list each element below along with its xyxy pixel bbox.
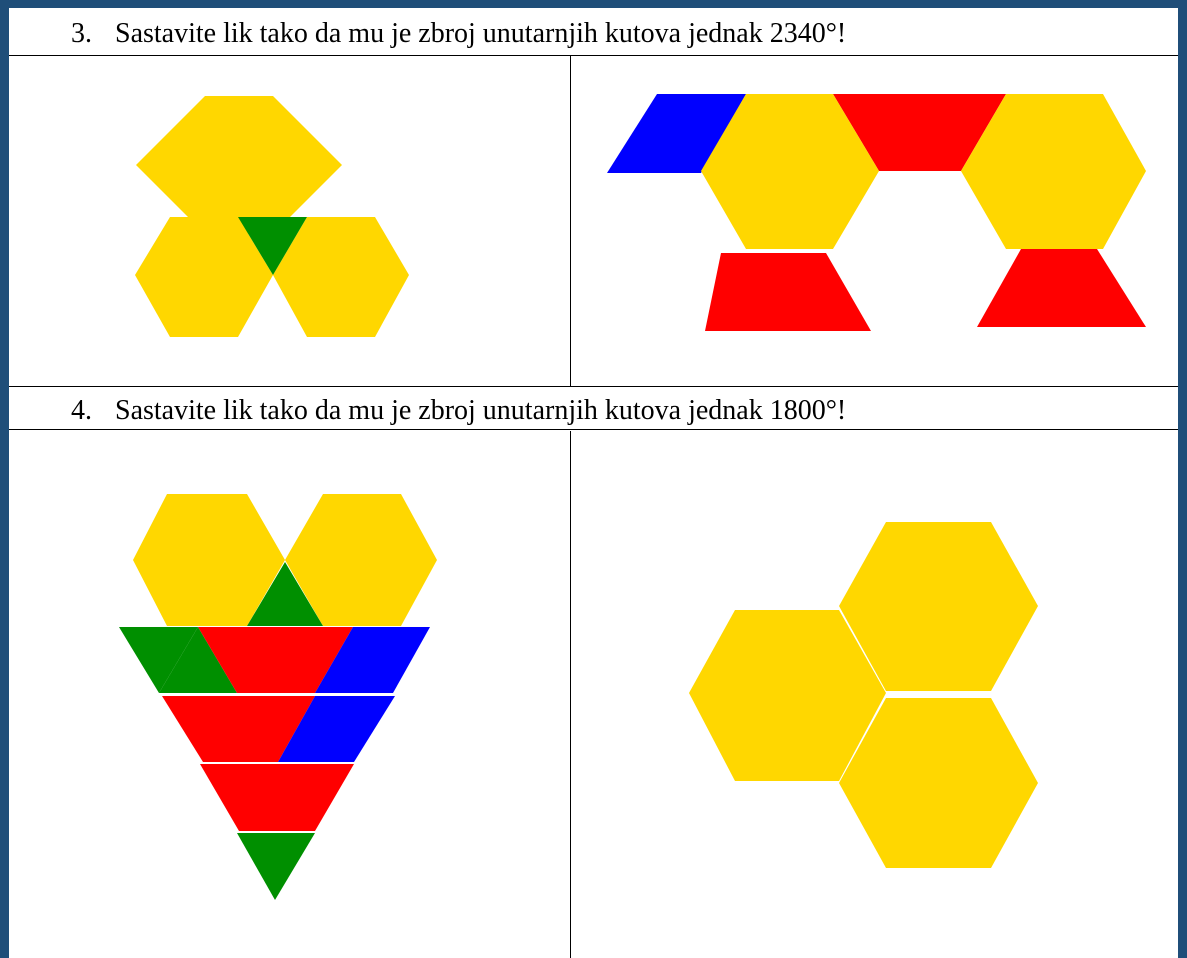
trapezoid-shape (977, 249, 1146, 327)
task-4-number: 4. (71, 397, 115, 425)
worksheet: 3.Sastavite lik tako da mu je zbroj unut… (9, 8, 1178, 958)
task-3-header: 3.Sastavite lik tako da mu je zbroj unut… (9, 8, 1178, 56)
task-4-header: 4.Sastavite lik tako da mu je zbroj unut… (9, 386, 1178, 430)
trapezoid-shape (705, 253, 871, 331)
task-3-figure-b (571, 57, 1178, 386)
trapezoid-shape (200, 764, 354, 831)
task-3-number: 3. (71, 20, 115, 48)
hexagon-shape (136, 96, 342, 234)
triangle-shape (237, 833, 315, 900)
task-4-figure-b (571, 431, 1178, 958)
task-3-text: Sastavite lik tako da mu je zbroj unutar… (115, 18, 846, 49)
task-4-text: Sastavite lik tako da mu je zbroj unutar… (115, 395, 846, 426)
task-3-figure-a (9, 57, 570, 386)
task-4-figure-a (9, 431, 570, 958)
